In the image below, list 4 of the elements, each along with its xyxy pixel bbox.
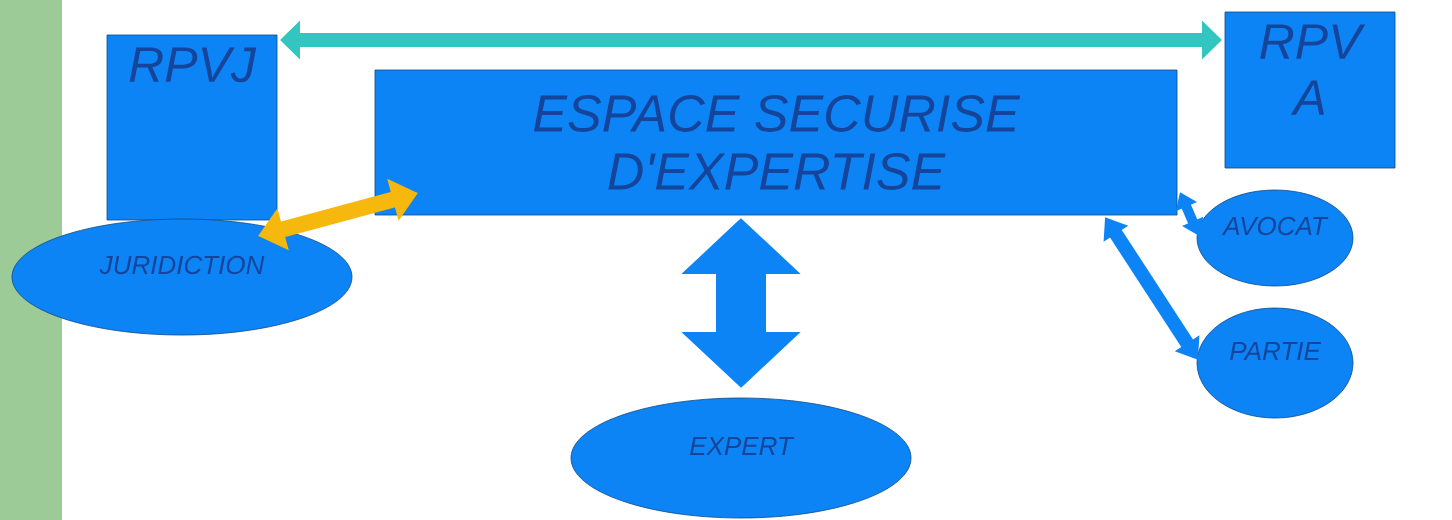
side-band (0, 0, 62, 520)
system-box: RPV A (1224, 11, 1396, 169)
platform-box: ESPACE SECURISE D'EXPERTISE (374, 69, 1178, 216)
system-box: RPVJ (106, 34, 278, 221)
